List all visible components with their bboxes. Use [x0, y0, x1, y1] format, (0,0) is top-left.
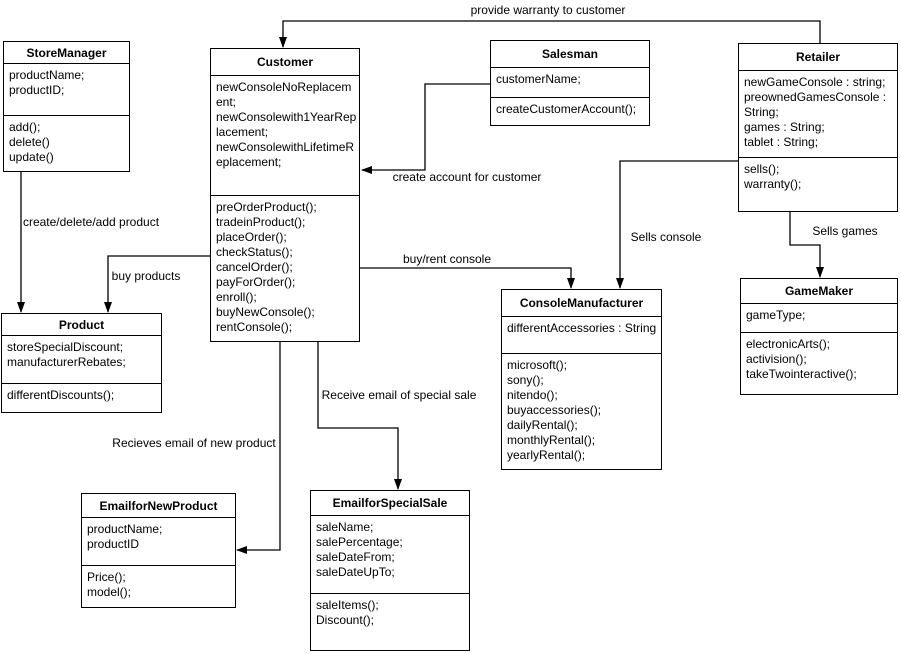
email-for-new-product-method-0: Price(); — [87, 570, 126, 584]
customer-method-4: cancelOrder(); — [216, 260, 293, 274]
customer-method-5: payForOrder(); — [216, 275, 296, 289]
email-for-new-product-method-1: model(); — [87, 585, 132, 599]
console-manufacturer-method-2: nitendo(); — [507, 388, 558, 402]
edge-retailer-sells-console — [616, 160, 738, 289]
class-attributes-console-manufacturer: differentAccessories : String — [502, 317, 661, 354]
email-for-special-sale-attribute-2: saleDateFrom; — [316, 550, 395, 564]
product-attribute-1: manufacturerRebates; — [7, 355, 126, 369]
class-title-email-for-special-sale: EmailforSpecialSale — [311, 491, 469, 516]
console-manufacturer-method-3: buyaccessories(); — [507, 403, 602, 417]
class-title-store-manager: StoreManager — [4, 42, 129, 64]
class-attributes-product: storeSpecialDiscount;manufacturerRebates… — [2, 336, 161, 384]
console-manufacturer-method-1: sony(); — [507, 373, 544, 387]
customer-method-7: buyNewConsole(); — [216, 305, 315, 319]
class-methods-email-for-special-sale: saleItems();Discount(); — [311, 594, 469, 628]
customer-attribute-2: newConsolewithLifetimeReplacement; — [216, 140, 355, 169]
store-manager-attribute-1: productID; — [9, 83, 65, 97]
class-attributes-retailer: newGameConsole : string;preownedGamesCon… — [739, 71, 897, 158]
game-maker-method-0: electronicArts(); — [746, 337, 831, 351]
retailer-attribute-3: tablet : String; — [744, 135, 819, 149]
class-title-email-for-new-product: EmailforNewProduct — [82, 494, 235, 518]
class-title-game-maker: GameMaker — [741, 279, 897, 304]
console-manufacturer-method-6: yearlyRental(); — [507, 448, 586, 462]
email-for-new-product-attribute-1: productID — [87, 537, 140, 551]
retailer-attribute-1: preownedGamesConsole : String; — [744, 90, 887, 119]
store-manager-method-1: delete() — [9, 135, 50, 149]
class-title-salesman: Salesman — [491, 41, 649, 68]
class-attributes-store-manager: productName;productID; — [4, 64, 129, 116]
console-manufacturer-method-5: monthlyRental(); — [507, 433, 596, 447]
email-for-special-sale-method-1: Discount(); — [316, 613, 375, 627]
product-attribute-0: storeSpecialDiscount; — [7, 340, 124, 354]
class-attributes-email-for-special-sale: saleName;salePercentage;saleDateFrom;sal… — [311, 516, 469, 594]
customer-method-8: rentConsole(); — [216, 320, 293, 334]
edge-customer-email-new-product — [236, 342, 281, 554]
class-methods-store-manager: add();delete()update() — [4, 116, 129, 165]
class-title-product: Product — [2, 314, 161, 336]
retailer-method-0: sells(); — [744, 162, 780, 176]
class-attributes-game-maker: gameType; — [741, 304, 897, 333]
customer-method-3: checkStatus(); — [216, 245, 293, 259]
class-attributes-email-for-new-product: productName;productID — [82, 518, 235, 566]
edge-retailer-warranty-customer — [279, 20, 821, 48]
email-for-special-sale-attribute-1: salePercentage; — [316, 535, 403, 549]
class-methods-customer: preOrderProduct();tradeinProduct();place… — [211, 196, 359, 335]
game-maker-method-2: takeTwointeractive(); — [746, 367, 857, 381]
customer-method-6: enroll(); — [216, 290, 257, 304]
customer-method-2: placeOrder(); — [216, 230, 287, 244]
console-manufacturer-attribute-0: differentAccessories : String — [507, 321, 657, 335]
salesman-attribute-0: customerName; — [496, 72, 581, 86]
product-method-0: differentDiscounts(); — [7, 388, 115, 402]
edge-customer-email-special-sale — [317, 342, 402, 490]
class-methods-product: differentDiscounts(); — [2, 384, 161, 403]
edge-customer-buy-products — [104, 255, 210, 313]
class-methods-salesman: createCustomerAccount(); — [491, 98, 649, 117]
class-methods-console-manufacturer: microsoft();sony();nitendo();buyaccessor… — [502, 354, 661, 463]
class-title-customer: Customer — [211, 49, 359, 76]
class-methods-game-maker: electronicArts();activision();takeTwoint… — [741, 333, 897, 382]
customer-method-1: tradeinProduct(); — [216, 215, 306, 229]
store-manager-method-0: add(); — [9, 120, 41, 134]
retailer-method-1: warranty(); — [744, 177, 802, 191]
customer-attribute-1: newConsolewith1YearReplacement; — [216, 110, 357, 139]
console-manufacturer-method-4: dailyRental(); — [507, 418, 578, 432]
class-salesman: Salesman customerName; createCustomerAccou… — [490, 40, 650, 126]
class-methods-email-for-new-product: Price();model(); — [82, 566, 235, 600]
class-title-retailer: Retailer — [739, 44, 897, 71]
class-title-console-manufacturer: ConsoleManufacturer — [502, 290, 661, 317]
edge-retailer-sells-games — [789, 212, 824, 278]
retailer-attribute-2: games : String; — [744, 120, 825, 134]
class-game-maker: GameMaker gameType; electronicArts();activ… — [740, 278, 898, 395]
class-methods-retailer: sells();warranty(); — [739, 158, 897, 192]
email-for-special-sale-attribute-0: saleName; — [316, 520, 374, 534]
game-maker-attribute-0: gameType; — [746, 308, 806, 322]
email-for-special-sale-method-0: saleItems(); — [316, 598, 379, 612]
email-for-new-product-attribute-0: productName; — [87, 522, 163, 536]
class-console-manufacturer: ConsoleManufacturer differentAccessories … — [501, 289, 662, 470]
edge-customer-buy-rent-console — [360, 267, 575, 289]
class-attributes-customer: newConsoleNoReplacement;newConsolewith1Y… — [211, 76, 359, 196]
customer-method-0: preOrderProduct(); — [216, 200, 317, 214]
email-for-special-sale-attribute-3: saleDateUpTo; — [316, 565, 395, 579]
console-manufacturer-method-0: microsoft(); — [507, 358, 567, 372]
store-manager-method-2: update() — [9, 150, 54, 164]
retailer-attribute-0: newGameConsole : string; — [744, 75, 886, 89]
edge-salesman-create-account-customer — [361, 83, 490, 174]
customer-attribute-0: newConsoleNoReplacement; — [216, 80, 352, 109]
salesman-method-0: createCustomerAccount(); — [496, 102, 637, 116]
store-manager-attribute-0: productName; — [9, 68, 85, 82]
game-maker-method-1: activision(); — [746, 352, 807, 366]
class-attributes-salesman: customerName; — [491, 68, 649, 98]
